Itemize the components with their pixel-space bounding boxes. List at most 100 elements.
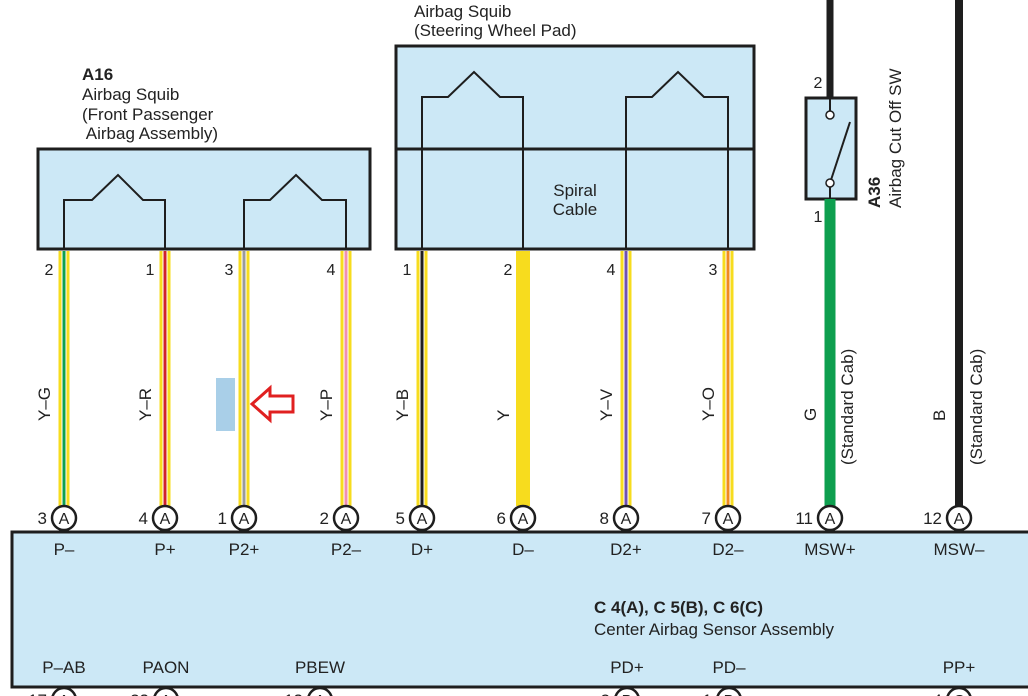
connector-pin: 1 [218, 509, 227, 528]
terminal-label: MSW– [934, 540, 986, 559]
wire-color-label: Y–G [35, 387, 54, 421]
a16-name-line3: Airbag Assembly) [82, 124, 218, 143]
red-arrow-icon [249, 384, 295, 424]
bottom-connector-circle [946, 686, 972, 696]
connector-letter: A [417, 511, 428, 528]
connector-letter: A [160, 511, 171, 528]
sensor-code: C 4(A), C 5(B), C 6(C) [594, 598, 763, 617]
bottom-connector-pin: 1 [703, 691, 712, 696]
a36-name: Airbag Cut Off SW [886, 68, 905, 208]
wire-color-label: Y [494, 410, 513, 421]
a16-name-line1: Airbag Squib [82, 85, 179, 104]
terminal-label: D2+ [610, 540, 642, 559]
bottom-connector-letter: A [59, 693, 70, 696]
bottom-terminal-label: P–AB [42, 658, 85, 677]
wire-top-pin: 1 [146, 262, 155, 279]
connector-letter: A [954, 511, 965, 528]
connector-circle [151, 504, 179, 532]
connector-circle [612, 504, 640, 532]
connector-circle [50, 504, 78, 532]
connector-pin: 11 [795, 509, 813, 528]
connector-pin: 8 [600, 509, 609, 528]
bottom-connector-letter: B [622, 693, 633, 696]
bottom-terminal-label: PAON [143, 658, 190, 677]
wire-color-label: Y–R [136, 388, 155, 421]
standard-cab-label-g: (Standard Cab) [838, 349, 857, 465]
bottom-connector-pin: 17 [28, 691, 47, 696]
bottom-connector-letter: C [953, 693, 965, 696]
wire-top-pin: 2 [504, 262, 513, 279]
connector-pin: 12 [923, 509, 942, 528]
connector-letter: A [825, 511, 836, 528]
a16-name-line2: (Front Passenger [82, 105, 214, 124]
terminal-label: P+ [154, 540, 175, 559]
y-gr-highlight [216, 378, 235, 431]
steering-name-line1: Airbag Squib [414, 2, 511, 21]
bottom-connector-circle [716, 686, 742, 696]
bottom-terminal-label: PBEW [295, 658, 345, 677]
steering-squib-1 [421, 70, 524, 250]
wire-top-pin: 3 [225, 262, 234, 279]
terminal-label: MSW+ [804, 540, 856, 559]
connector-letter: A [621, 511, 632, 528]
bottom-connector-circle [51, 686, 77, 696]
connector-circle [509, 504, 537, 532]
connector-circle [945, 504, 973, 532]
terminal-label: P– [54, 540, 75, 559]
terminal-label: D– [512, 540, 534, 559]
bottom-connector-circle [153, 686, 179, 696]
wire-top-pin: 4 [607, 262, 616, 279]
connector-pin: 6 [497, 509, 506, 528]
connector-circle [408, 504, 436, 532]
connector-letter: A [518, 511, 529, 528]
a36-contact-bottom [825, 178, 835, 188]
standard-cab-label-b: (Standard Cab) [967, 349, 986, 465]
a36-code: A36 [865, 177, 884, 208]
connector-pin: 4 [139, 509, 148, 528]
a16-squib-2 [243, 173, 347, 250]
wire-top-pin: 2 [45, 262, 54, 279]
connector-group: A3P–A4P+A1P2+A2P2–A5D+A6D–A8D2+A7D2–A11M… [38, 504, 986, 559]
bottom-terminal-label: PD– [712, 658, 746, 677]
bottom-connector-pin: 2 [601, 691, 610, 696]
a36-contact-top [825, 110, 835, 120]
wire-color-label: Y–V [597, 388, 616, 421]
terminal-label: D+ [411, 540, 433, 559]
wire-color-label: G [801, 408, 820, 421]
bottom-terminal-label: PP+ [943, 658, 976, 677]
connector-pin: 7 [702, 509, 711, 528]
spiral-label-line2: Cable [553, 200, 597, 219]
spiral-label-line1: Spiral [553, 181, 596, 200]
a16-code: A16 [82, 65, 113, 84]
bottom-connector-letter: B [724, 693, 735, 696]
wire-top-pin: 3 [709, 262, 718, 279]
bottom-connector-pin: 4 [933, 691, 942, 696]
a36-pin-bottom: 1 [814, 209, 823, 226]
connector-circle [230, 504, 258, 532]
bottom-terminal-group: P–ABA17PAONA23PBEWA13PD+B2PD–B1PP+C4 [28, 658, 975, 696]
a36-pin-top: 2 [814, 75, 823, 92]
connector-pin: 5 [396, 509, 405, 528]
bottom-connector-letter: A [315, 693, 326, 696]
bottom-connector-circle [614, 686, 640, 696]
connector-circle [714, 504, 742, 532]
terminal-label: D2– [712, 540, 744, 559]
wire-color-label: Y–B [393, 389, 412, 421]
wire-color-label: Y–O [699, 387, 718, 421]
wire-top-pin: 1 [403, 262, 412, 279]
terminal-label: P2+ [229, 540, 260, 559]
bottom-terminal-label: PD+ [610, 658, 644, 677]
sensor-name: Center Airbag Sensor Assembly [594, 620, 835, 639]
connector-letter: A [341, 511, 352, 528]
terminal-label: P2– [331, 540, 362, 559]
steering-name-line2: (Steering Wheel Pad) [414, 21, 577, 40]
bottom-connector-pin: 13 [284, 691, 303, 696]
connector-pin: 3 [38, 509, 47, 528]
a16-squib-1 [63, 173, 166, 250]
wire-color-label: Y–P [317, 389, 336, 421]
connector-letter: A [59, 511, 70, 528]
connector-circle [332, 504, 360, 532]
steering-squib-2 [625, 70, 729, 250]
bottom-connector-letter: A [161, 693, 172, 696]
